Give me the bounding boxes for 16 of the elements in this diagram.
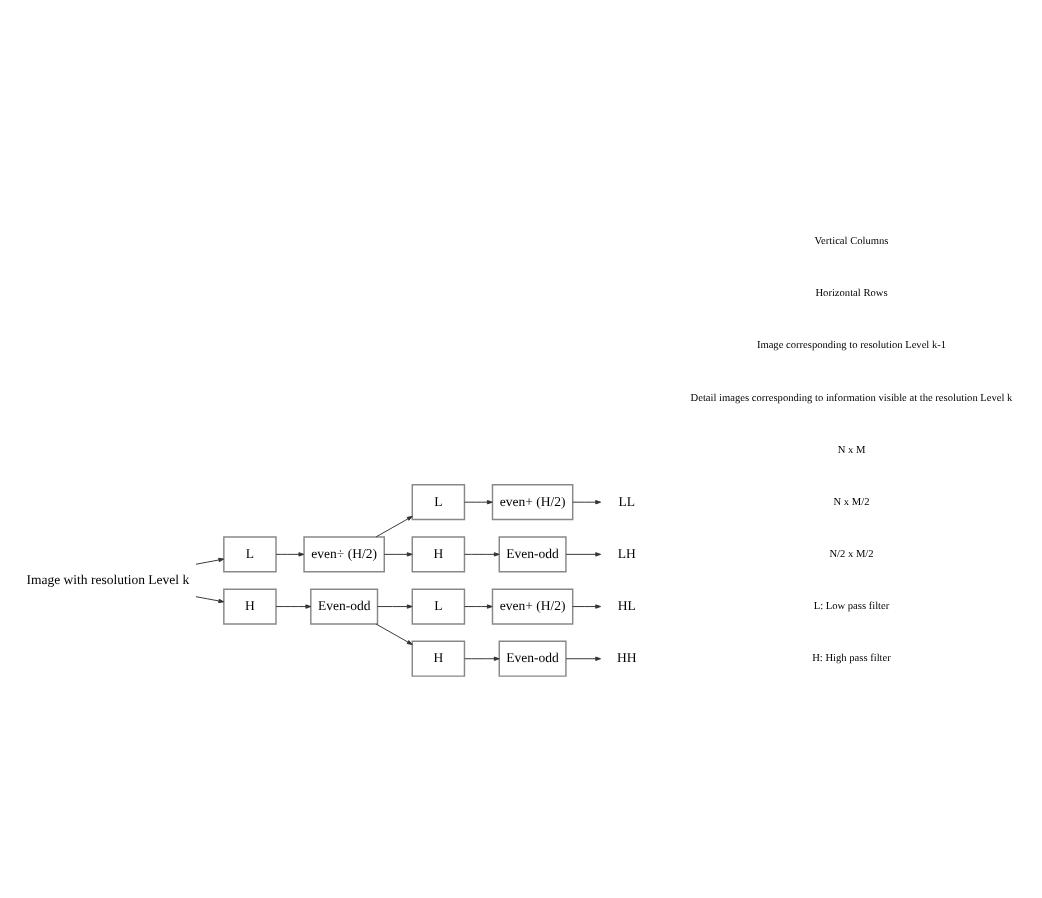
arrow — [383, 551, 413, 556]
arrow — [464, 551, 500, 556]
arrow — [572, 603, 602, 608]
arrow — [375, 622, 413, 644]
arrow — [275, 551, 305, 556]
arrow — [464, 655, 500, 660]
arrow — [377, 603, 413, 608]
arrow — [375, 514, 413, 537]
arrow — [565, 551, 602, 556]
arrow — [464, 499, 493, 504]
arrow — [195, 595, 225, 603]
arrow — [464, 603, 493, 608]
arrow — [572, 499, 602, 504]
arrow — [275, 603, 312, 608]
arrow — [565, 655, 602, 660]
arrow — [195, 556, 225, 564]
